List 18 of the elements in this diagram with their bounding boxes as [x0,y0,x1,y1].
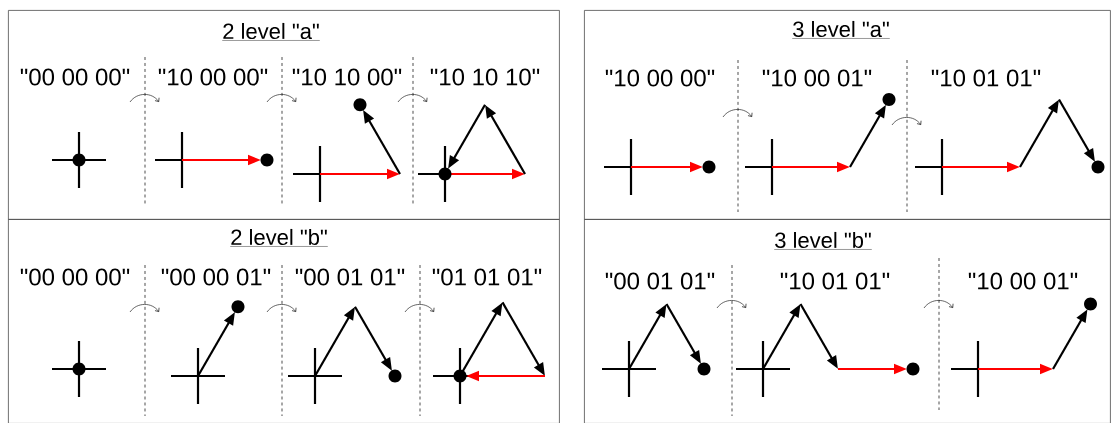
panel-title: 2 level "b" [230,228,328,247]
code-label: "10 10 00" [292,68,402,86]
code-label: "10 00 01" [968,272,1078,290]
code-label: "00 01 01" [295,268,405,286]
code-label: "01 01 01" [432,268,542,286]
panel-title: 3 level "b" [774,231,872,250]
code-label: "00 00 00" [20,68,130,86]
panel-title: 2 level "a" [222,22,320,41]
code-label: "10 01 01" [931,69,1041,87]
code-label: "00 01 01" [605,272,715,290]
code-label: "00 00 00" [20,268,130,286]
code-label: "10 00 01" [762,69,872,87]
code-label: "10 00 00" [158,68,268,86]
code-label: "10 10 10" [430,68,540,86]
panel-title: 3 level "a" [792,20,890,39]
code-label: "10 01 01" [780,272,890,290]
code-label: "10 00 00" [605,69,715,87]
code-label: "00 00 01" [161,268,271,286]
